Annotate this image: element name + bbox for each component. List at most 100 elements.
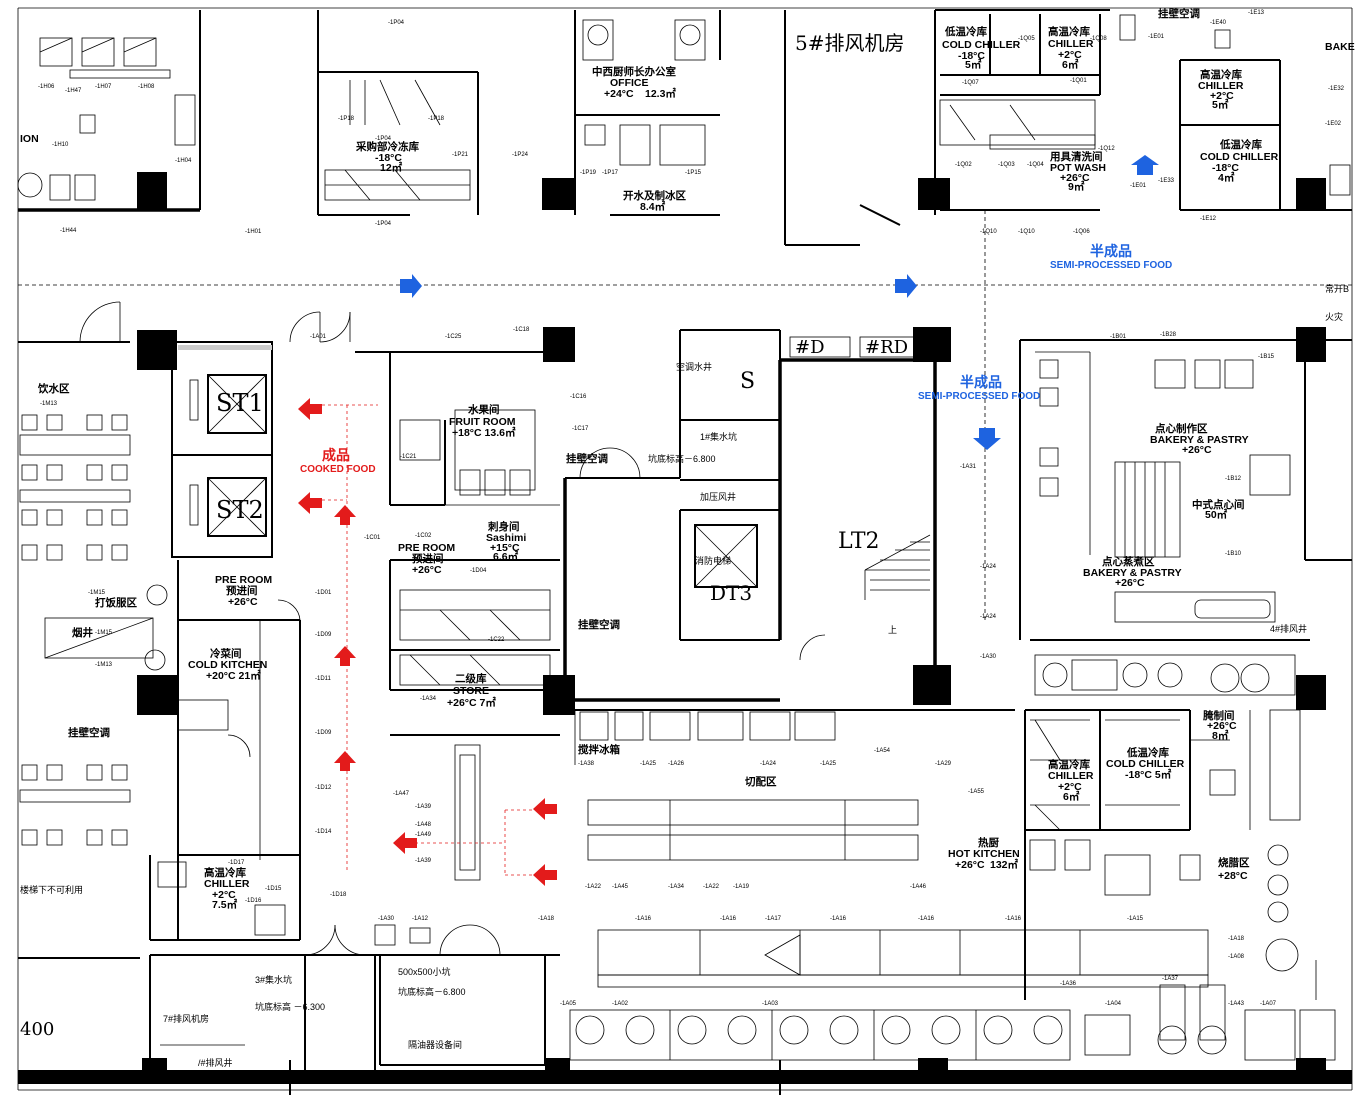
- equipment-tag: -1C16: [570, 394, 587, 400]
- pre-room-left-en: PRE ROOM: [215, 574, 272, 586]
- cold-kitchen-zh: 冷菜间: [210, 647, 242, 660]
- equipment-tag: -1E33: [1158, 178, 1175, 184]
- pot-wash-area: 9㎡: [1068, 180, 1085, 193]
- equipment-tag: -1A34: [668, 884, 685, 890]
- equipment-tag: -1A38: [578, 761, 595, 767]
- bottom-zone-walls: [18, 709, 1352, 1095]
- equipment-tag: -1A16: [720, 916, 737, 922]
- equipment-tag: -1A31: [960, 464, 977, 470]
- equipment-tag: -1C21: [400, 454, 417, 460]
- equipment-tag: -1Q10: [980, 229, 997, 235]
- dt3-label: DT3: [710, 581, 752, 605]
- cold-kitchen-temp: +20°C 21㎡: [206, 669, 261, 682]
- equipment-tag: -1Q01: [1070, 78, 1087, 84]
- ice-area-area: 8.4㎡: [640, 200, 666, 213]
- cold-chiller-right-temp: -18°C: [1212, 162, 1239, 174]
- equipment-tag: -1A24: [980, 564, 997, 570]
- equipment-tag: -1Q08: [1090, 36, 1107, 42]
- equipment-tag: -1A16: [918, 916, 935, 922]
- equipment-tag: -1D04: [470, 568, 487, 574]
- equipment-tag: -1P19: [580, 170, 597, 176]
- procurement-freezer-area: 12㎡: [380, 161, 403, 174]
- s-label: S: [740, 369, 755, 394]
- chiller-right-zh: 高温冷库: [1200, 68, 1242, 81]
- equipment-tag: -1B01: [1110, 334, 1127, 340]
- equipment-tag: -1E12: [1200, 216, 1217, 222]
- equipment-tag: -1A49: [415, 832, 432, 838]
- equipment-tag: -1H44: [60, 228, 77, 234]
- serving-area: 打饭服区: [95, 596, 137, 609]
- low-temp-top-zh: 低温冷库: [944, 25, 987, 38]
- equipment-tag: -1A16: [1005, 916, 1022, 922]
- left-400: 400: [20, 1019, 54, 1040]
- equipment-tag: -1A12: [412, 916, 429, 922]
- equipment-tag: -1E13: [1248, 10, 1265, 16]
- equipment-tag: -1M15: [88, 590, 106, 596]
- equipment-tag: -1A04: [1105, 1001, 1122, 1007]
- equipment-tag: -1M13: [95, 662, 113, 668]
- equipment-tag: -1A15: [1127, 916, 1144, 922]
- equipment-tag: -1Q02: [955, 162, 972, 168]
- marinate-zh: 腌制间: [1203, 709, 1235, 722]
- cold-chiller-bottom-en: COLD CHILLER: [1106, 758, 1185, 770]
- semi-mid-en: SEMI-PROCESSED FOOD: [918, 391, 1040, 402]
- pot-wash-en: POT WASH: [1050, 162, 1106, 174]
- equipment-tag: -1A34: [420, 696, 437, 702]
- equipment-tag: -1D09: [315, 632, 332, 638]
- grease-room: 隔油器设备间: [408, 1039, 462, 1050]
- equipment-tag: -1Q07: [962, 80, 979, 86]
- equipment-tag: -1H07: [95, 84, 112, 90]
- equipment-tag: -1E40: [1210, 20, 1227, 26]
- equipment-tag: -1A24: [980, 614, 997, 620]
- fan-shaft-4: 4#排风井: [1270, 623, 1307, 634]
- equipment-tag: -1E01: [1130, 183, 1147, 189]
- bbq-temp: +28°C: [1218, 870, 1248, 882]
- equipment-tag: -1H06: [38, 84, 55, 90]
- pot-wash-zh: 用具清洗间: [1049, 150, 1103, 163]
- fan-room-7: 7#排风机房: [163, 1013, 209, 1024]
- equipment-tag: -1E02: [1325, 121, 1342, 127]
- equipment-tag: -1A47: [393, 791, 410, 797]
- bbq-zh: 烧腊区: [1218, 856, 1250, 869]
- equipment-tag: -1A37: [1162, 976, 1179, 982]
- equipment-tag: -1A08: [1228, 954, 1245, 960]
- equipment-tag: -1C17: [572, 426, 589, 432]
- store-zh: 二级库: [455, 672, 487, 685]
- hot-kitchen-area: 132㎡: [990, 858, 1019, 871]
- sashimi-temp: +15°C: [490, 542, 520, 554]
- pre-room-mid-temp: +26°C: [412, 564, 442, 576]
- chiller-bottom-en: CHILLER: [1048, 770, 1094, 782]
- equipment-tag: -1A02: [612, 1001, 629, 1007]
- equipment-tag: -1A39: [415, 858, 432, 864]
- pre-room-mid-zh: 预进间: [412, 552, 444, 565]
- bakery-top-en: BAKERY & PASTRY: [1150, 434, 1249, 446]
- chiller-bl-zh: 高温冷库: [204, 866, 246, 879]
- equipment-tag: -1A22: [585, 884, 602, 890]
- equipment-tag: -1D15: [265, 886, 282, 892]
- st2-label: ST2: [216, 496, 264, 524]
- semi-mid-zh: 半成品: [960, 374, 1002, 390]
- chef-office-en: OFFICE: [610, 77, 649, 89]
- semi-top-en: SEMI-PROCESSED FOOD: [1050, 260, 1172, 271]
- equipment-tag: -1D09: [315, 730, 332, 736]
- equipment-tag: -1A22: [703, 884, 720, 890]
- equipment-tag: -1A43: [1228, 1001, 1245, 1007]
- equipment-tag: -1H04: [175, 158, 192, 164]
- equipment-tag: -1A36: [1060, 981, 1077, 987]
- store-temp: +26°C 7㎡: [447, 696, 496, 709]
- fruit-room-zh: 水果间: [467, 403, 500, 416]
- equipment-tag: -1D11: [315, 676, 332, 682]
- equipment-tag: -1P18: [428, 116, 445, 122]
- equipment-tag: -1B12: [1225, 476, 1242, 482]
- equipment-tag: -1D18: [330, 892, 347, 898]
- cut-prep: 切配区: [745, 776, 777, 788]
- high-temp-top-zh: 高温冷库: [1048, 25, 1090, 38]
- cold-chiller-right-area: 4㎡: [1218, 171, 1235, 184]
- equipment-tag: -1A46: [910, 884, 927, 890]
- cold-chiller-right-en: COLD CHILLER: [1200, 151, 1279, 163]
- equipment-tag: -1P17: [602, 170, 619, 176]
- pit-1-title: 1#集水坑: [700, 431, 737, 442]
- equipment-tag: -1H08: [138, 84, 155, 90]
- low-temp-top-area: 5㎡: [965, 58, 982, 71]
